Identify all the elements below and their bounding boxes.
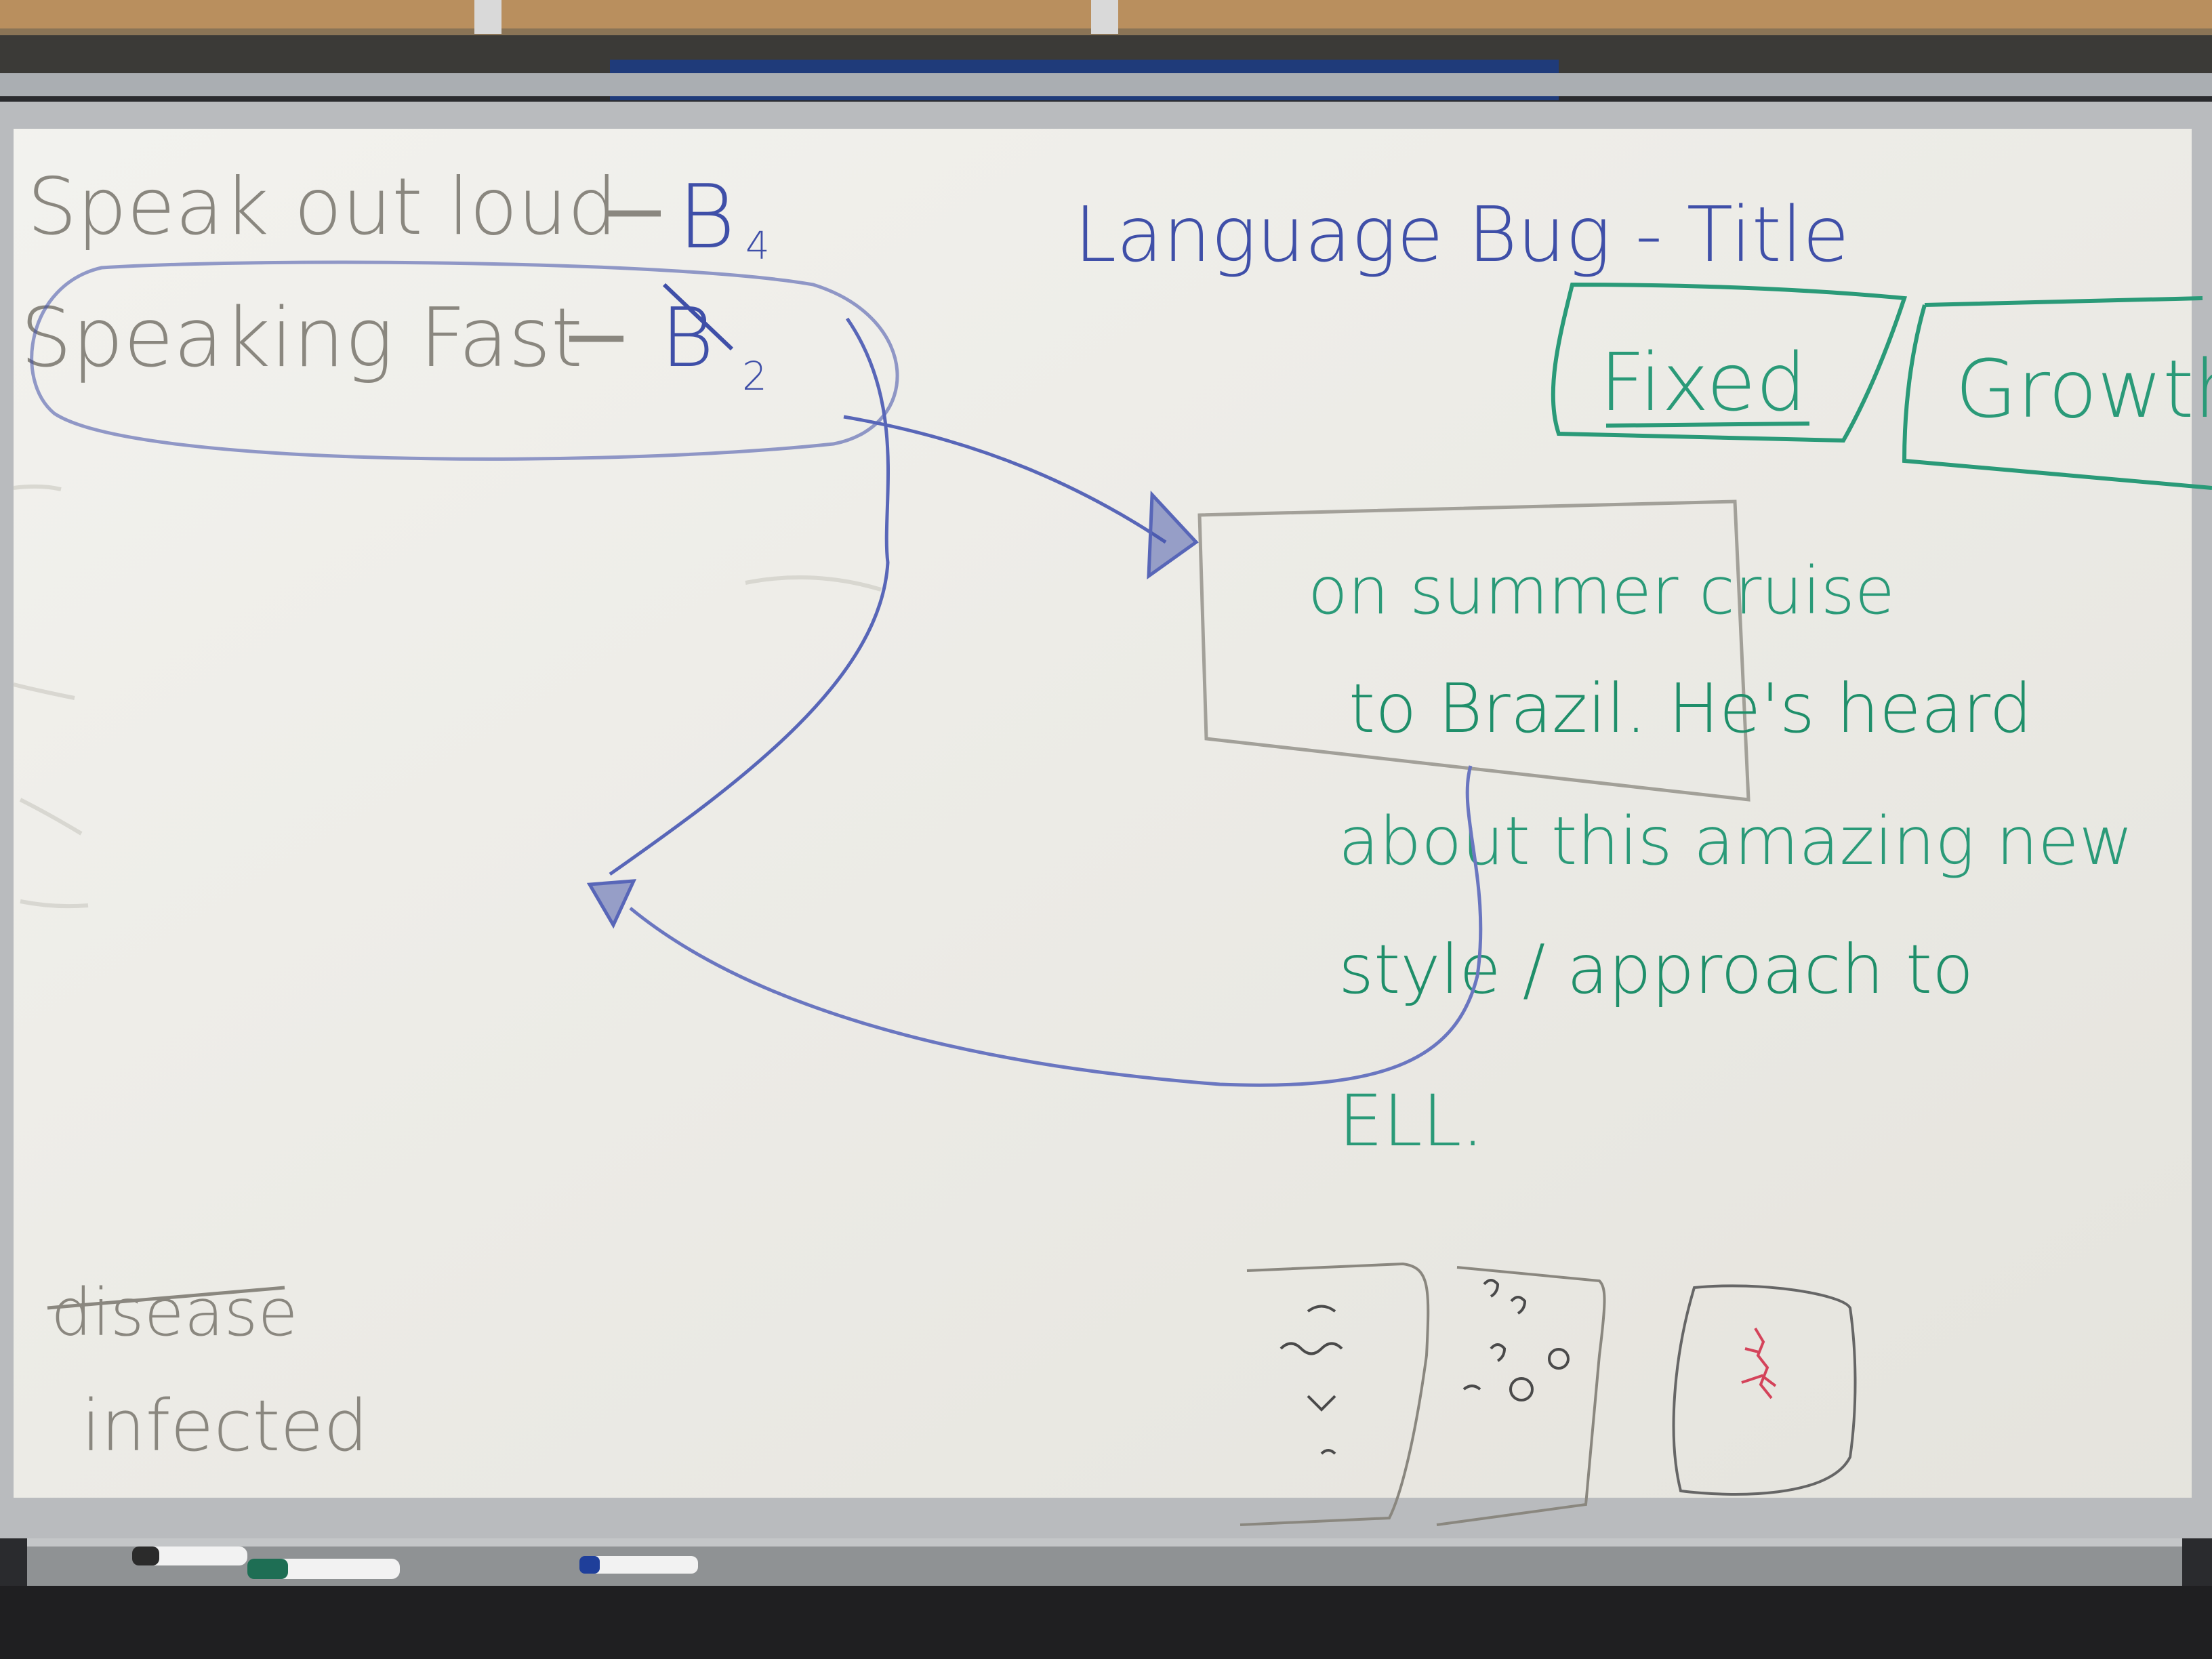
story-box bbox=[1197, 499, 1750, 802]
growth-label: Growth bbox=[1955, 342, 2212, 436]
speaking-fast-text: Speaking Fast bbox=[20, 291, 583, 386]
arrow-to-story bbox=[843, 415, 1167, 544]
sketch-panel-1 bbox=[1240, 1262, 1430, 1526]
fixed-label: Fixed bbox=[1599, 335, 1807, 429]
b-letter: B bbox=[678, 165, 735, 268]
infected-word: infected bbox=[81, 1385, 368, 1467]
green-cap-marker[interactable] bbox=[247, 1559, 400, 1579]
curve-bottom bbox=[629, 765, 1483, 1087]
story-line-4: style / approach to bbox=[1338, 930, 1973, 1009]
upper-rail bbox=[0, 73, 2212, 96]
sketch-panels bbox=[1240, 1262, 1857, 1526]
strike-mark bbox=[662, 283, 734, 351]
arrowhead-left bbox=[586, 879, 637, 929]
oval-outline bbox=[30, 260, 899, 461]
red-scribble-icon bbox=[1741, 1327, 1777, 1399]
sketch-panel-2 bbox=[1436, 1266, 1606, 1526]
blue-cap-marker[interactable] bbox=[579, 1556, 698, 1574]
curve-down bbox=[609, 317, 890, 876]
mindset-boxes bbox=[1551, 282, 2212, 490]
fixed-underline bbox=[1605, 422, 1810, 428]
story-line-3: about this amazing new bbox=[1338, 803, 2133, 880]
left-notes: Speak out loud B 4 Speaking Fast B 2 bbox=[20, 161, 899, 461]
ghost-marks bbox=[13, 484, 882, 909]
title-note: Language Bug - Title bbox=[1074, 191, 1849, 279]
clip bbox=[1091, 0, 1118, 34]
story-line-2: to Brazil. He's heard bbox=[1349, 669, 2032, 748]
clip bbox=[474, 0, 501, 34]
sketch-panel-3 bbox=[1672, 1284, 1857, 1496]
story-text: on summer cruise to Brazil. He's heard a… bbox=[1308, 553, 2133, 1162]
b2-subscript: 2 bbox=[742, 353, 767, 399]
black-cap-marker[interactable] bbox=[132, 1547, 247, 1565]
growth-box bbox=[1902, 296, 2212, 490]
fixed-box bbox=[1551, 282, 1908, 443]
disease-word: disease bbox=[51, 1275, 298, 1351]
wave-doodle-icon bbox=[1279, 1305, 1343, 1455]
story-line-1: on summer cruise bbox=[1308, 553, 1895, 629]
arrowhead-right bbox=[1147, 490, 1199, 580]
disease-strike bbox=[47, 1286, 285, 1310]
tray-shadow bbox=[0, 1586, 2212, 1659]
b-subscript: 4 bbox=[745, 224, 770, 268]
speak-out-loud-text: Speak out loud bbox=[27, 161, 617, 253]
question-doodle-icon bbox=[1462, 1279, 1570, 1401]
story-line-5: ELL. bbox=[1338, 1080, 1484, 1162]
blue-arrows bbox=[586, 317, 1483, 1087]
